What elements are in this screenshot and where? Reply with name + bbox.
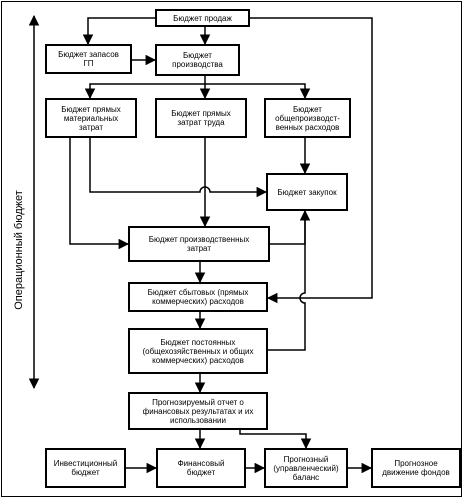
- arrow-fixed-to-purchases: [268, 211, 306, 351]
- box-overhead-budget: Бюджет общепроизводст- венных расходов: [264, 98, 351, 138]
- arrow-production-split: [84, 76, 206, 100]
- box-cash-flow-forecast: Прогнозное движение фондов: [371, 448, 461, 488]
- box-income-statement: Прогнозируемый отчет о финансовых резуль…: [128, 392, 268, 430]
- box-sales-budget: Бюджет продаж: [155, 9, 250, 27]
- arrow-sales-to-selling: [250, 17, 373, 304]
- box-direct-materials-budget: Бюджет прямых материальных затрат: [45, 98, 137, 138]
- arrow-materials-to-purchases: [89, 138, 268, 198]
- arrow-sales-to-inventory: [82, 17, 155, 46]
- box-purchases-budget: Бюджет закупок: [266, 173, 348, 211]
- box-fg-inventory-budget: Бюджет запасов ГП: [45, 44, 132, 74]
- arrow-production-to-overhead: [205, 83, 311, 100]
- box-fixed-expenses-budget: Бюджет постоянных (общехозяйственных и о…: [128, 328, 268, 374]
- box-selling-expenses-budget: Бюджет сбытовых (прямых коммерческих) ра…: [128, 282, 268, 312]
- box-forecast-balance: Прогнозный (управленческий) баланс: [264, 448, 348, 488]
- operational-budget-axis-label: Операционный бюджет: [12, 0, 26, 500]
- arrow-costs-to-purchases: [270, 209, 311, 245]
- box-production-costs-budget: Бюджет производственных затрат: [128, 226, 270, 262]
- box-production-budget: Бюджет производства: [155, 44, 240, 76]
- operational-budget-label: Операционный бюджет: [13, 190, 25, 310]
- box-investment-budget: Инвестиционный бюджет: [45, 448, 126, 488]
- arrow-income-to-balance: [239, 430, 312, 450]
- box-direct-labor-budget: Бюджет прямых затрат труда: [155, 98, 247, 138]
- box-financial-budget: Финансовый бюджет: [156, 448, 246, 488]
- arrow-materials-to-costs: [69, 138, 130, 250]
